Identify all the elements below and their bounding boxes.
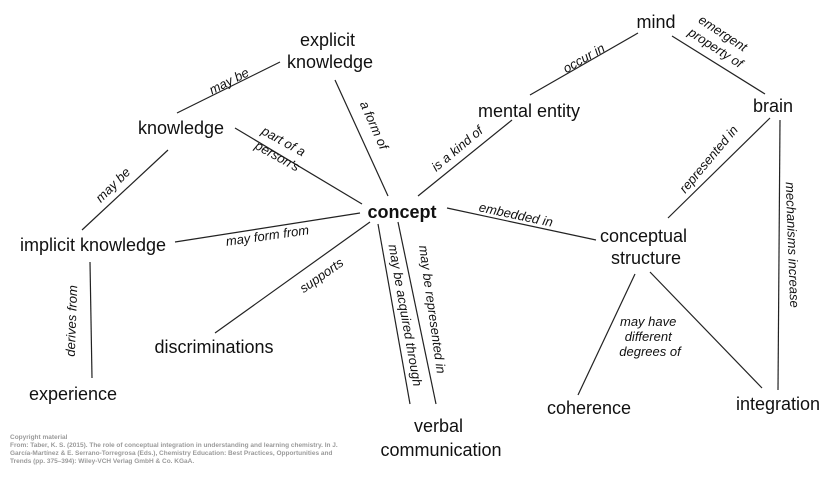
node-brain: brain xyxy=(753,96,793,116)
link-embedded-in: embedded in xyxy=(478,199,555,229)
link-a-form-of: a form of xyxy=(357,99,392,153)
node-implicit-knowledge: implicit knowledge xyxy=(20,235,166,255)
node-conceptual-structure-line1: conceptual xyxy=(600,226,687,246)
edge-knowledge-implicit xyxy=(81,149,169,231)
edge-mind-brain xyxy=(671,35,766,95)
edge-mental-mind xyxy=(529,32,639,96)
node-concept: concept xyxy=(367,202,436,222)
link-derives-from: derives from xyxy=(63,285,80,357)
node-mental-entity: mental entity xyxy=(478,101,580,121)
link-may-have-different-degrees-of: may have different degrees of xyxy=(619,314,682,359)
link-emergent-property-of: emergent property of xyxy=(685,10,756,71)
link-represented-in: represented in xyxy=(676,122,741,195)
edge-concept-mental xyxy=(417,119,513,197)
link-supports: supports xyxy=(297,255,347,296)
link-mechanisms-increase: mechanisms increase xyxy=(783,182,802,308)
node-explicit-knowledge: explicit knowledge xyxy=(287,30,373,72)
concept-map-link-labels: may be may be occur in emergent property… xyxy=(63,10,802,387)
edge-brain-integration xyxy=(777,119,781,391)
edge-knowledge-explicit xyxy=(176,61,281,114)
copyright-citation: From: Taber, K. S. (2015). The role of c… xyxy=(10,442,338,465)
node-verbal-communication: verbal communication xyxy=(380,416,501,460)
link-occur-in: occur in xyxy=(560,40,607,76)
link-may-have-line1: may have xyxy=(620,314,676,329)
node-conceptual-structure-line2: structure xyxy=(611,248,681,268)
link-may-be-left: may be xyxy=(92,164,133,205)
edge-concept-discriminations xyxy=(214,221,371,334)
edge-implicit-concept xyxy=(174,212,361,243)
edge-concept-verbal xyxy=(377,223,411,405)
node-explicit-knowledge-line1: explicit xyxy=(300,30,355,50)
edge-structure-coherence xyxy=(577,273,636,396)
node-knowledge: knowledge xyxy=(138,118,224,138)
concept-map-nodes: mind explicit knowledge mental entity br… xyxy=(20,12,820,460)
link-part-of-persons: part of a person's xyxy=(250,123,311,175)
node-discriminations: discriminations xyxy=(154,337,273,357)
edge-knowledge-concept xyxy=(234,127,363,205)
node-coherence: coherence xyxy=(547,398,631,418)
concept-map-edges xyxy=(81,32,781,405)
edge-implicit-experience xyxy=(89,261,93,379)
node-verbal-communication-line1: verbal xyxy=(414,416,463,436)
link-may-have-line2: different xyxy=(625,329,673,344)
copyright-notice: Copyright material From: Taber, K. S. (2… xyxy=(10,434,340,466)
node-verbal-communication-line2: communication xyxy=(380,440,501,460)
edge-explicit-concept xyxy=(334,79,389,197)
edge-brain-structure xyxy=(667,117,771,219)
link-may-form-from: may form from xyxy=(225,222,310,249)
edge-structure-integration xyxy=(649,271,763,389)
link-may-have-line3: degrees of xyxy=(619,344,682,359)
copyright-heading: Copyright material xyxy=(10,434,68,441)
edge-concept-structure xyxy=(446,207,597,241)
edge-concept-verbal-2 xyxy=(397,221,437,405)
node-experience: experience xyxy=(29,384,117,404)
node-explicit-knowledge-line2: knowledge xyxy=(287,52,373,72)
node-integration: integration xyxy=(736,394,820,414)
link-may-be-top: may be xyxy=(207,65,252,98)
node-mind: mind xyxy=(636,12,675,32)
node-conceptual-structure: conceptual structure xyxy=(600,226,692,268)
